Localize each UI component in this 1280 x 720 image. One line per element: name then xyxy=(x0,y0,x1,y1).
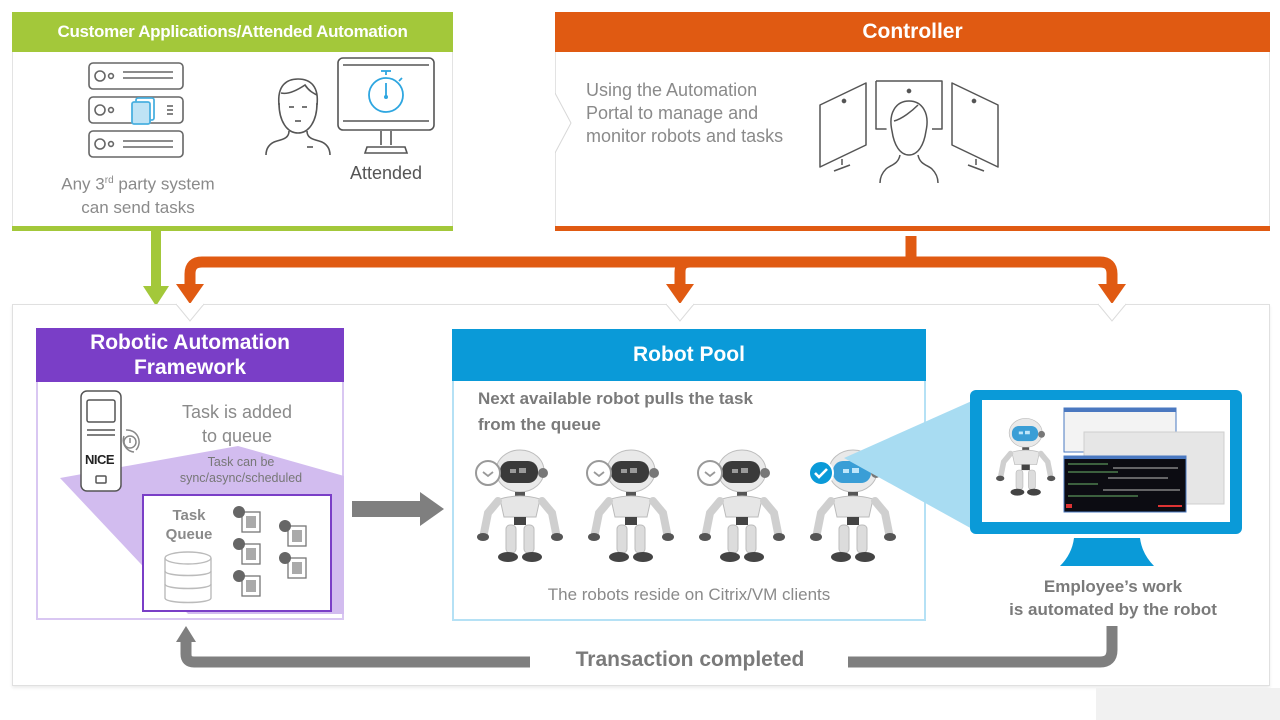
orange-arrow-head-employee xyxy=(1098,284,1126,304)
monitor-stopwatch-icon xyxy=(335,55,439,159)
caption-text: party system xyxy=(113,174,215,194)
server-stack-icon xyxy=(85,57,189,165)
robot-pool-description: Next available robot pulls the task from… xyxy=(478,386,753,438)
database-icon xyxy=(162,550,214,606)
checkmark-icon xyxy=(808,460,834,486)
clock-icon xyxy=(697,460,723,486)
caption-line: is automated by the robot xyxy=(1009,600,1217,619)
description-line: monitor robots and tasks xyxy=(586,126,784,146)
task-mode-text: Task can be sync/async/scheduled xyxy=(156,454,326,486)
clock-icon xyxy=(475,460,501,486)
robot-waiting xyxy=(474,447,564,565)
queue-label-line: Task xyxy=(172,507,206,524)
robot-waiting xyxy=(696,447,786,565)
queue-to-pool-arrow xyxy=(352,490,446,530)
robot-pool-panel: Robot Pool Next available robot pulls th… xyxy=(452,329,926,621)
framework-panel: Robotic Automation Framework NICE Task i… xyxy=(36,328,344,620)
framework-header: Robotic Automation Framework xyxy=(36,328,344,382)
controller-notch xyxy=(555,93,575,153)
caption-text: can send tasks xyxy=(81,197,195,217)
robot-pool-header: Robot Pool xyxy=(452,329,926,381)
description-line: Using the Automation xyxy=(586,80,758,100)
employee-robot xyxy=(994,416,1056,498)
task-added-line: to queue xyxy=(201,426,273,446)
third-party-caption: Any 3rd party system can send tasks xyxy=(33,169,243,219)
queue-item-4 xyxy=(279,552,307,579)
caption-text: Any 3 xyxy=(61,174,105,194)
container-notches xyxy=(0,303,1280,327)
clock-icon xyxy=(586,460,612,486)
task-added-line: Task is added xyxy=(181,402,293,422)
user-icon xyxy=(263,75,333,157)
framework-title-line2: Framework xyxy=(133,356,247,379)
transaction-label: Transaction completed xyxy=(575,648,805,671)
corner-shade xyxy=(1096,688,1280,720)
employee-caption: Employee’s work is automated by the robo… xyxy=(968,575,1258,621)
green-arrow-head xyxy=(143,286,169,306)
robot-spotlight xyxy=(840,390,980,540)
robot-waiting xyxy=(585,447,675,565)
dispatch-arrows xyxy=(0,228,1280,318)
attended-label: Attended xyxy=(349,163,423,183)
queue-label-line: Queue xyxy=(165,526,213,543)
queue-item-2 xyxy=(279,520,307,547)
task-mode-line: sync/async/scheduled xyxy=(179,471,303,485)
controller-title: Controller xyxy=(862,20,963,43)
controller-panel: Controller Using the Automation Portal t… xyxy=(555,12,1270,231)
queue-items xyxy=(232,506,322,606)
customer-applications-header: Customer Applications/Attended Automatio… xyxy=(12,12,453,52)
task-queue-box: Task Queue xyxy=(142,494,332,612)
robot-pool-footer: The robots reside on Citrix/VM clients xyxy=(547,585,831,604)
nice-logo: NICE xyxy=(85,452,115,467)
description-line: Next available robot pulls the task xyxy=(478,389,753,408)
green-arrow-shaft xyxy=(151,228,161,288)
controller-header: Controller xyxy=(555,12,1270,52)
robot-list xyxy=(474,447,914,577)
caption-superscript: rd xyxy=(104,175,114,186)
queue-item-1 xyxy=(233,506,261,533)
queue-item-5 xyxy=(233,570,261,597)
task-mode-line: Task can be xyxy=(207,455,275,469)
transaction-return-arrow xyxy=(170,624,1130,674)
orange-arrow-head-framework xyxy=(176,284,204,304)
customer-applications-panel: Customer Applications/Attended Automatio… xyxy=(12,12,453,231)
task-added-text: Task is added to queue xyxy=(162,400,312,448)
description-line: Portal to manage and xyxy=(586,103,759,123)
customer-applications-title: Customer Applications/Attended Automatio… xyxy=(57,22,408,41)
operator-three-monitors-icon xyxy=(814,75,1004,185)
nice-device-icon xyxy=(78,388,150,496)
orange-arrow-head-pool xyxy=(666,284,694,304)
framework-title-line1: Robotic Automation xyxy=(90,331,290,354)
customer-panel-bottom-bar xyxy=(12,226,453,231)
description-line: from the queue xyxy=(478,415,601,434)
task-queue-label: Task Queue xyxy=(158,506,220,544)
robot-pool-title: Robot Pool xyxy=(633,343,745,366)
employee-monitor xyxy=(968,388,1246,572)
controller-panel-bottom-bar xyxy=(555,226,1270,231)
caption-line: Employee’s work xyxy=(1043,577,1183,596)
controller-description: Using the Automation Portal to manage an… xyxy=(586,79,783,148)
queue-item-3 xyxy=(233,538,261,565)
